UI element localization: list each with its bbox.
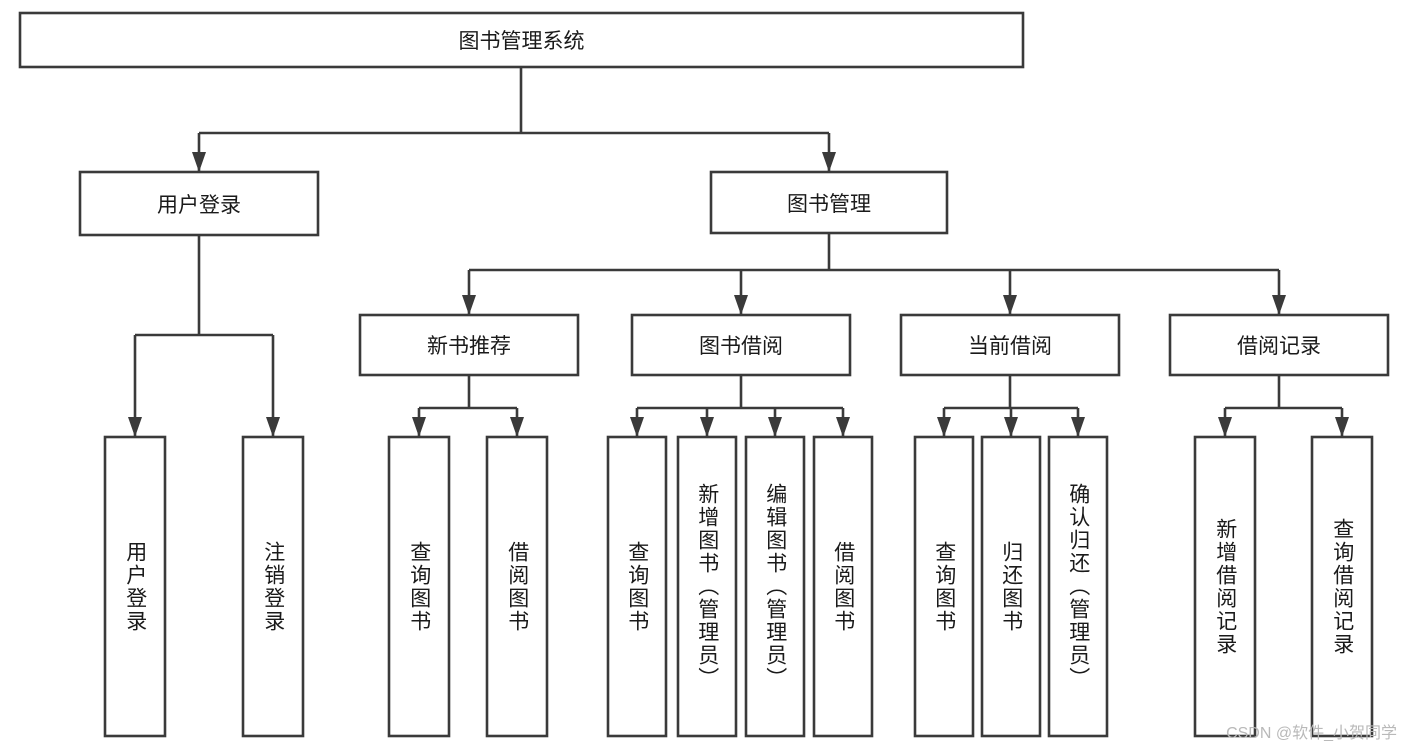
node-leaf-7[interactable]	[812, 435, 874, 738]
node-leaf-9[interactable]	[980, 435, 1042, 738]
level3-1-arrow-2	[768, 417, 782, 437]
level3-3-arrow-1	[1335, 417, 1349, 437]
login-arrow-1	[266, 417, 280, 437]
connectors-layer	[128, 67, 1349, 437]
level3-2-arrow-1	[1004, 417, 1018, 437]
boxes-layer	[18, 11, 1390, 738]
node-leaf-11[interactable]	[1193, 435, 1257, 738]
node-leaf-0[interactable]	[103, 435, 167, 738]
level3-1-arrow-3	[836, 417, 850, 437]
node-leaf-2[interactable]	[387, 435, 451, 738]
root-arrow-1	[822, 152, 836, 172]
node-leaf-4[interactable]	[606, 435, 668, 738]
node-level2-0[interactable]	[78, 170, 320, 237]
node-level3-1[interactable]	[630, 313, 852, 377]
login-arrow-0	[128, 417, 142, 437]
node-leaf-12[interactable]	[1310, 435, 1374, 738]
node-leaf-3[interactable]	[485, 435, 549, 738]
level3-2-arrow-0	[937, 417, 951, 437]
books-arrow-1	[734, 295, 748, 315]
node-leaf-8[interactable]	[913, 435, 975, 738]
watermark-text: CSDN @软件_小贺同学	[1226, 725, 1397, 742]
books-arrow-3	[1272, 295, 1286, 315]
node-leaf-6[interactable]	[744, 435, 806, 738]
node-level3-3[interactable]	[1168, 313, 1390, 377]
books-arrow-2	[1003, 295, 1017, 315]
level3-0-arrow-0	[412, 417, 426, 437]
level3-0-arrow-1	[510, 417, 524, 437]
node-leaf-10[interactable]	[1047, 435, 1109, 738]
node-level3-0[interactable]	[358, 313, 580, 377]
root-arrow-0	[192, 152, 206, 172]
node-level3-2[interactable]	[899, 313, 1121, 377]
level3-1-arrow-1	[700, 417, 714, 437]
node-level2-1[interactable]	[709, 170, 949, 235]
books-arrow-0	[462, 295, 476, 315]
node-leaf-1[interactable]	[241, 435, 305, 738]
level3-2-arrow-2	[1071, 417, 1085, 437]
node-root[interactable]	[18, 11, 1025, 69]
level3-3-arrow-0	[1218, 417, 1232, 437]
node-leaf-5[interactable]	[676, 435, 738, 738]
level3-1-arrow-0	[630, 417, 644, 437]
